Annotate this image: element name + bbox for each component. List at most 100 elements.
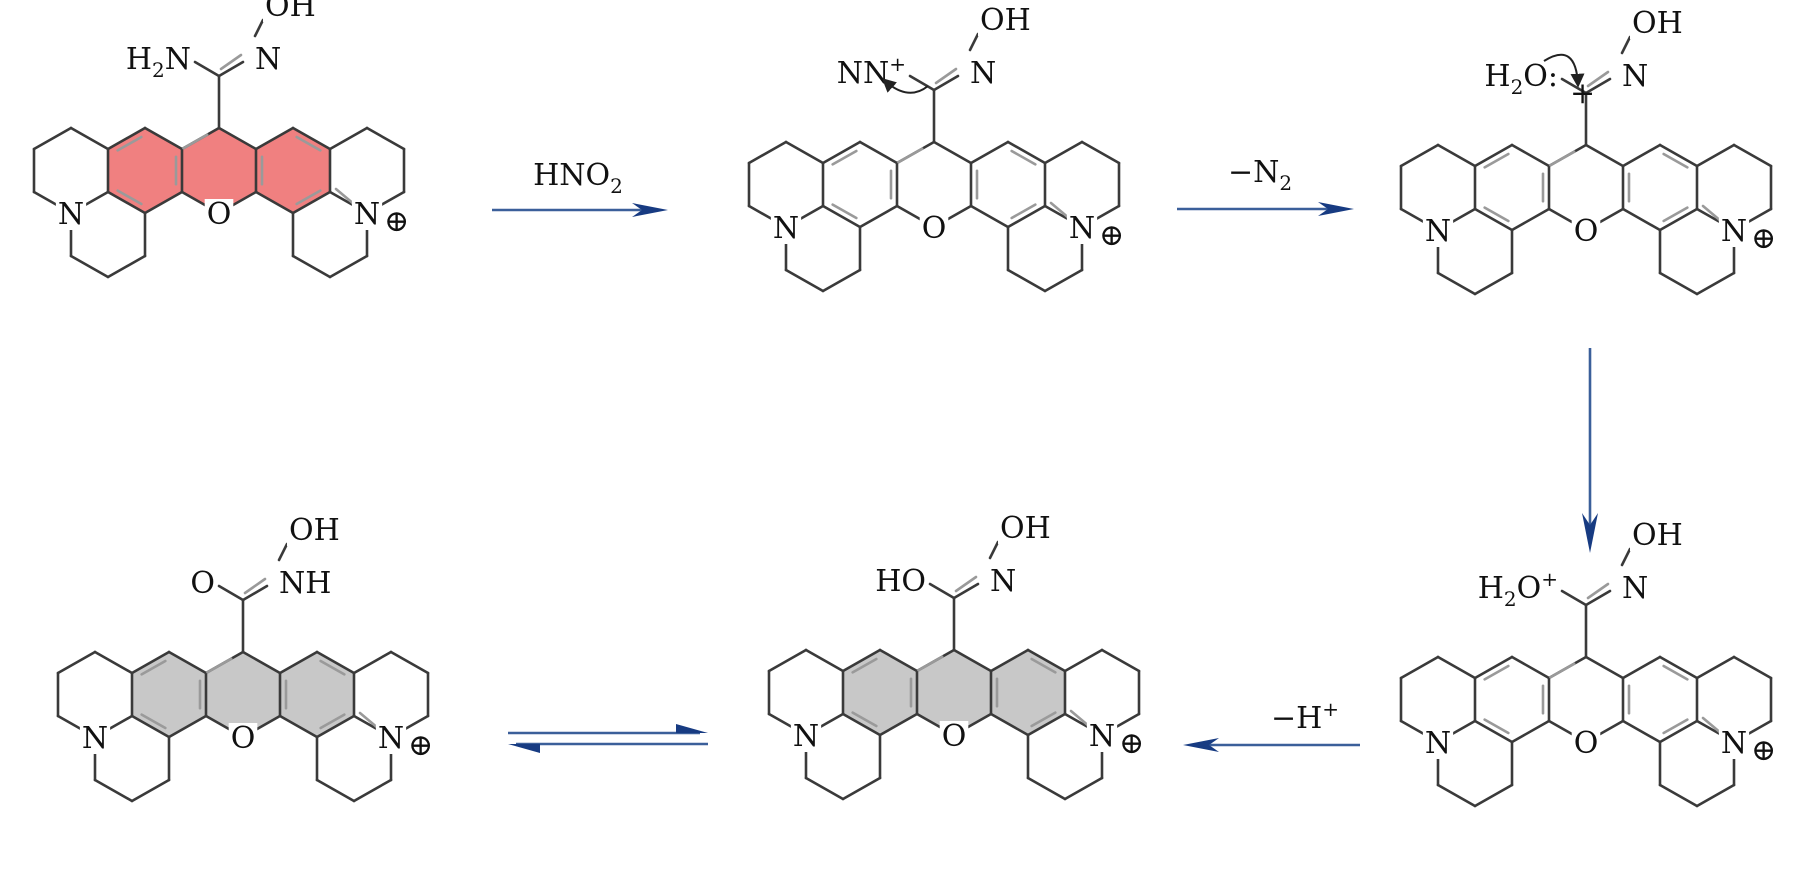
bond — [1695, 783, 1736, 808]
bond — [217, 60, 245, 78]
hydroxyl-group: OH — [1000, 511, 1051, 546]
bond — [1399, 143, 1440, 168]
bond — [952, 648, 993, 673]
bond — [1399, 655, 1440, 680]
bond — [1473, 655, 1514, 680]
label-bg — [1422, 728, 1454, 759]
positive-charge: ⊕ — [1119, 726, 1144, 761]
amine-nitrogen: N — [1425, 214, 1451, 249]
iminium-nitrogen: N — [1089, 719, 1115, 754]
bond — [217, 584, 245, 602]
bond — [1043, 268, 1084, 293]
double-bond — [1010, 203, 1037, 220]
reaction-arrow-4 — [1183, 738, 1360, 752]
label-bg — [988, 566, 1019, 597]
label-bg — [1086, 721, 1118, 752]
bond — [1510, 143, 1551, 168]
oxime-nitrogen: N — [990, 564, 1016, 599]
bond — [1695, 655, 1736, 680]
label-bg — [998, 513, 1053, 544]
double-bond — [243, 577, 267, 595]
label-bg — [770, 213, 802, 244]
label-bg — [1571, 216, 1601, 247]
bond — [784, 140, 825, 165]
hydroxyl-group: OH — [289, 513, 340, 548]
hydroxyl-group: OH — [980, 3, 1031, 38]
label-bg — [1620, 573, 1651, 604]
reagent-r2: −N2 — [1228, 155, 1292, 195]
amine-nitrogen: N — [793, 719, 819, 754]
ring-oxygen: O — [207, 197, 232, 232]
label-bg — [287, 515, 342, 546]
bond — [968, 32, 980, 52]
amine-nitrogen: N — [1425, 726, 1451, 761]
bond — [989, 648, 1030, 673]
label-bg — [1718, 728, 1750, 759]
bond — [1436, 655, 1477, 680]
bond — [93, 650, 134, 675]
bond — [291, 126, 332, 151]
curved-arrow — [881, 78, 929, 94]
bond — [932, 74, 960, 92]
bond — [784, 268, 825, 293]
bond — [1621, 655, 1662, 680]
bond — [253, 18, 265, 38]
iminium-nitrogen: N — [1721, 726, 1747, 761]
bond — [352, 778, 393, 803]
bond — [1473, 783, 1514, 808]
bond — [130, 714, 171, 739]
bond — [217, 126, 258, 151]
reaction-arrow-2 — [1177, 202, 1354, 216]
bond — [1510, 655, 1551, 680]
bond — [389, 650, 430, 675]
bond — [193, 60, 221, 78]
bond — [952, 582, 980, 600]
carbon-substituent: H2N — [126, 42, 191, 82]
bond — [1436, 783, 1477, 808]
double-bond — [1549, 150, 1576, 167]
bond — [969, 204, 1010, 229]
oxime-nitrogen: N — [255, 42, 281, 77]
bond — [130, 778, 171, 803]
reaction-arrow-3 — [1582, 348, 1598, 553]
bond — [1006, 268, 1047, 293]
label-bg — [1630, 520, 1685, 551]
core-highlight — [132, 652, 354, 737]
positive-charge: ⊕ — [384, 204, 409, 239]
positive-charge: ⊕ — [1099, 218, 1124, 253]
label-bg — [375, 723, 407, 754]
bond — [878, 712, 919, 737]
oxime-nitrogen: N — [1622, 59, 1648, 94]
bond — [1560, 589, 1588, 607]
oxime-nitrogen: NH — [279, 566, 331, 601]
bond — [1510, 207, 1551, 232]
ring-oxygen: O — [942, 719, 967, 754]
bond — [1473, 271, 1514, 296]
bond — [106, 190, 147, 215]
bond — [1658, 271, 1699, 296]
ring-oxygen: O — [1574, 214, 1599, 249]
ring-oxygen: O — [231, 721, 256, 756]
double-bond — [116, 189, 143, 206]
label-bg — [204, 199, 234, 230]
bond — [821, 204, 862, 229]
bond — [167, 650, 208, 675]
bond — [1732, 143, 1773, 168]
bond — [130, 650, 171, 675]
carbocation-charge: + — [1570, 76, 1595, 111]
bond — [821, 140, 862, 165]
bond — [908, 74, 936, 92]
double-bond — [319, 659, 346, 676]
bond — [278, 650, 319, 675]
label-bg — [263, 0, 318, 22]
label-bg — [919, 213, 949, 244]
bond — [69, 254, 110, 279]
label-bg — [790, 721, 822, 752]
label-bg — [351, 199, 383, 230]
bond — [932, 140, 973, 165]
bond — [928, 582, 956, 600]
